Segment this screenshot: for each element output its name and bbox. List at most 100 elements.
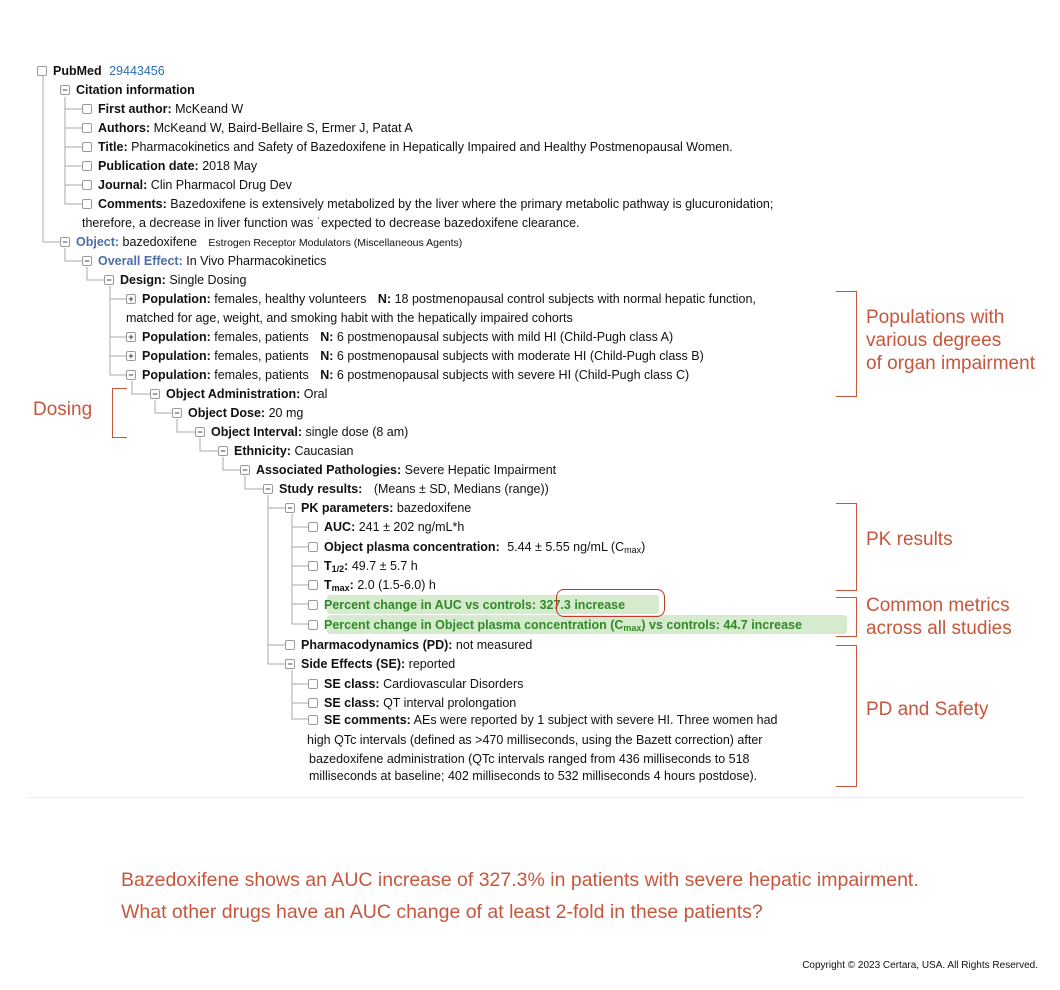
checkbox[interactable] (82, 179, 92, 190)
field-label: Overall Effect: (98, 254, 183, 268)
n-value: 6 postmenopausal subjects with moderate … (336, 349, 704, 363)
checkbox[interactable] (308, 697, 318, 708)
highlight-circle (556, 589, 665, 617)
checkbox[interactable] (82, 198, 92, 209)
citation-node[interactable]: −Citation information (60, 81, 195, 99)
field-label: Design: (120, 273, 166, 287)
field-label: Population: (142, 330, 211, 344)
tree-root[interactable]: PubMed 29443456 (37, 62, 165, 80)
field-value: reported (408, 657, 456, 671)
collapse-icon[interactable]: − (240, 464, 250, 475)
pubmed-id-link[interactable]: 29443456 (109, 64, 165, 78)
population-node[interactable]: +Population: females, patients N: 6 post… (126, 328, 673, 346)
administration-node[interactable]: −Object Administration: Oral (150, 385, 327, 403)
field-value: Pharmacokinetics and Safety of Bazedoxif… (131, 140, 733, 154)
se-class-row[interactable]: SE class: QT interval prolongation (308, 694, 516, 712)
n-value: 18 postmenopausal control subjects with … (394, 292, 756, 306)
n-value: 6 postmenopausal subjects with mild HI (… (336, 330, 674, 344)
checkbox[interactable] (308, 599, 318, 610)
collapse-icon[interactable]: − (263, 483, 273, 494)
collapse-icon[interactable]: − (150, 388, 160, 399)
collapse-icon[interactable]: − (60, 84, 70, 95)
title-row[interactable]: Title: Pharmacokinetics and Safety of Ba… (82, 138, 733, 156)
expand-icon[interactable]: + (126, 350, 136, 361)
annotation-dosing: Dosing (33, 399, 93, 420)
field-label: Title: (98, 140, 128, 154)
checkbox[interactable] (308, 560, 318, 571)
field-value: Single Dosing (169, 273, 247, 287)
field-label: Publication date: (98, 159, 199, 173)
dose-node[interactable]: −Object Dose: 20 mg (172, 404, 303, 422)
first-author-row[interactable]: First author: McKeand W (82, 100, 243, 118)
checkbox[interactable] (82, 160, 92, 171)
divider (28, 797, 1023, 798)
pd-node[interactable]: Pharmacodynamics (PD): not measured (285, 636, 532, 654)
object-node[interactable]: −Object: bazedoxifene Estrogen Receptor … (60, 233, 462, 251)
tmax-row[interactable]: Tmax: 2.0 (1.5-6.0) h (308, 576, 436, 594)
checkbox[interactable] (82, 122, 92, 133)
authors-row[interactable]: Authors: McKeand W, Baird-Bellaire S, Er… (82, 119, 413, 137)
pct-auc-row[interactable]: Percent change in AUC vs controls: 327.3… (308, 596, 625, 614)
field-label: Ethnicity: (234, 444, 291, 458)
collapse-icon[interactable]: − (60, 236, 70, 247)
field-label: Object Administration: (166, 387, 301, 401)
collapse-icon[interactable]: − (126, 369, 136, 380)
population-node[interactable]: + Population: females, healthy volunteers… (126, 290, 756, 308)
checkbox[interactable] (285, 639, 295, 650)
design-node[interactable]: −Design: Single Dosing (104, 271, 246, 289)
field-label: Study results: (279, 482, 363, 496)
field-value: females, healthy volunteers (214, 292, 367, 306)
field-label: Side Effects (SE): (301, 657, 406, 671)
se-node[interactable]: −Side Effects (SE): reported (285, 655, 455, 673)
field-value: 2018 May (202, 159, 258, 173)
field-value: 241 ± 202 ng/mL*h (358, 520, 465, 534)
field-value: Cardiovascular Disorders (383, 677, 524, 691)
collapse-icon[interactable]: − (195, 426, 205, 437)
study-results-node[interactable]: −Study results: (Means ± SD, Medians (ra… (263, 480, 549, 498)
citation-header: Citation information (76, 83, 195, 97)
checkbox[interactable] (308, 541, 318, 552)
population-node[interactable]: −Population: females, patients N: 6 post… (126, 366, 689, 384)
field-label: Population: (142, 292, 211, 306)
field-label: Population: (142, 349, 211, 363)
field-label: Object plasma concentration: (324, 540, 500, 554)
expand-icon[interactable]: + (126, 331, 136, 342)
checkbox[interactable] (82, 103, 92, 114)
population-node[interactable]: +Population: females, patients N: 6 post… (126, 347, 704, 365)
se-class-row[interactable]: SE class: Cardiovascular Disorders (308, 675, 523, 693)
field-value: Bazedoxifene is extensively metabolized … (170, 197, 774, 211)
se-comments-row[interactable]: SE comments: AEs were reported by 1 subj… (308, 711, 777, 729)
pathologies-node[interactable]: −Associated Pathologies: Severe Hepatic … (240, 461, 556, 479)
auc-row[interactable]: AUC: 241 ± 202 ng/mL*h (308, 518, 464, 536)
annotation-common-metrics: Common metrics across all studies (866, 595, 1012, 639)
checkbox[interactable] (308, 579, 318, 590)
ethnicity-node[interactable]: −Ethnicity: Caucasian (218, 442, 354, 460)
checkbox[interactable] (308, 619, 318, 630)
cmax-row[interactable]: Object plasma concentration: 5.44 ± 5.55… (308, 538, 645, 556)
collapse-icon[interactable]: − (218, 445, 228, 456)
collapse-icon[interactable]: − (285, 658, 295, 669)
checkbox[interactable] (308, 521, 318, 532)
field-label: Comments: (98, 197, 167, 211)
checkbox[interactable] (308, 678, 318, 689)
checkbox[interactable] (37, 65, 47, 76)
overall-effect-node[interactable]: −Overall Effect: In Vivo Pharmacokinetic… (82, 252, 326, 270)
comments-row[interactable]: Comments: Bazedoxifene is extensively me… (82, 195, 773, 213)
tree-connectors (42, 76, 308, 720)
checkbox[interactable] (308, 714, 318, 725)
se-comments-line: milliseconds at baseline; 402 millisecon… (309, 769, 758, 783)
thalf-row[interactable]: T1/2: 49.7 ± 5.7 h (308, 557, 418, 575)
expand-icon[interactable]: + (126, 293, 136, 304)
interval-node[interactable]: −Object Interval: single dose (8 am) (195, 423, 408, 441)
collapse-icon[interactable]: − (104, 274, 114, 285)
pct-cmax-row[interactable]: Percent change in Object plasma concentr… (308, 616, 802, 634)
collapse-icon[interactable]: − (285, 502, 295, 513)
checkbox[interactable] (82, 141, 92, 152)
collapse-icon[interactable]: − (82, 255, 92, 266)
n-label: N: (320, 368, 334, 382)
pubdate-row[interactable]: Publication date: 2018 May (82, 157, 257, 175)
comments-continued: therefore, a decrease in liver function … (82, 216, 580, 230)
pk-parameters-node[interactable]: −PK parameters: bazedoxifene (285, 499, 471, 517)
journal-row[interactable]: Journal: Clin Pharmacol Drug Dev (82, 176, 292, 194)
collapse-icon[interactable]: − (172, 407, 182, 418)
